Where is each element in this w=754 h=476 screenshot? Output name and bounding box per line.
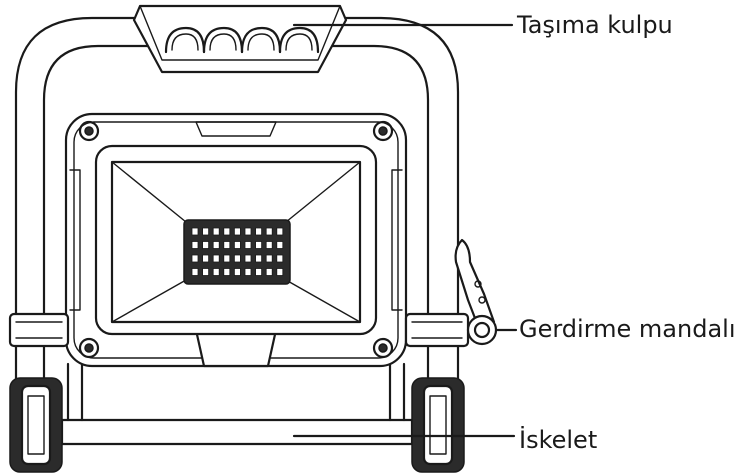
led-chip xyxy=(255,227,263,236)
tension-latch xyxy=(454,238,498,346)
led-chip xyxy=(223,227,231,236)
led-chip xyxy=(223,268,231,276)
led-chip xyxy=(202,268,210,276)
left-wheel xyxy=(9,377,63,473)
led-chip xyxy=(223,254,231,263)
label-carry-handle: Taşıma kulpu xyxy=(517,11,673,39)
led-chip xyxy=(233,241,241,249)
led-chip xyxy=(265,227,273,236)
led-chip xyxy=(233,227,241,236)
led-chip xyxy=(276,227,284,236)
led-chip xyxy=(255,254,263,263)
right-pivot-bracket xyxy=(404,312,470,348)
led-panel xyxy=(183,219,291,285)
led-chip xyxy=(202,227,210,236)
right-wheel xyxy=(411,377,465,473)
led-chip xyxy=(223,241,231,249)
led-chip xyxy=(233,268,241,276)
left-pivot-bracket xyxy=(8,312,70,348)
led-chip xyxy=(212,268,220,276)
frame-tube xyxy=(14,16,460,446)
leader-lines xyxy=(292,23,518,438)
led-chip xyxy=(265,268,273,276)
led-chip xyxy=(265,241,273,249)
led-chip xyxy=(191,227,199,236)
led-chip xyxy=(276,254,284,263)
led-chip xyxy=(255,241,263,249)
carry-handle xyxy=(132,4,348,74)
led-chip xyxy=(276,268,284,276)
led-chip xyxy=(276,241,284,249)
led-chip xyxy=(244,227,252,236)
label-tension-latch: Gerdirme mandalı xyxy=(519,315,736,343)
led-chip xyxy=(212,254,220,263)
led-chip xyxy=(191,241,199,249)
led-chip xyxy=(265,254,273,263)
led-chip xyxy=(244,241,252,249)
led-chip xyxy=(233,254,241,263)
led-chip xyxy=(212,241,220,249)
led-chip xyxy=(191,254,199,263)
led-chip xyxy=(244,268,252,276)
led-chip xyxy=(244,254,252,263)
led-chip xyxy=(212,227,220,236)
led-chip xyxy=(255,268,263,276)
led-chip xyxy=(202,241,210,249)
label-frame: İskelet xyxy=(519,426,598,454)
led-chip xyxy=(202,254,210,263)
led-chip xyxy=(191,268,199,276)
